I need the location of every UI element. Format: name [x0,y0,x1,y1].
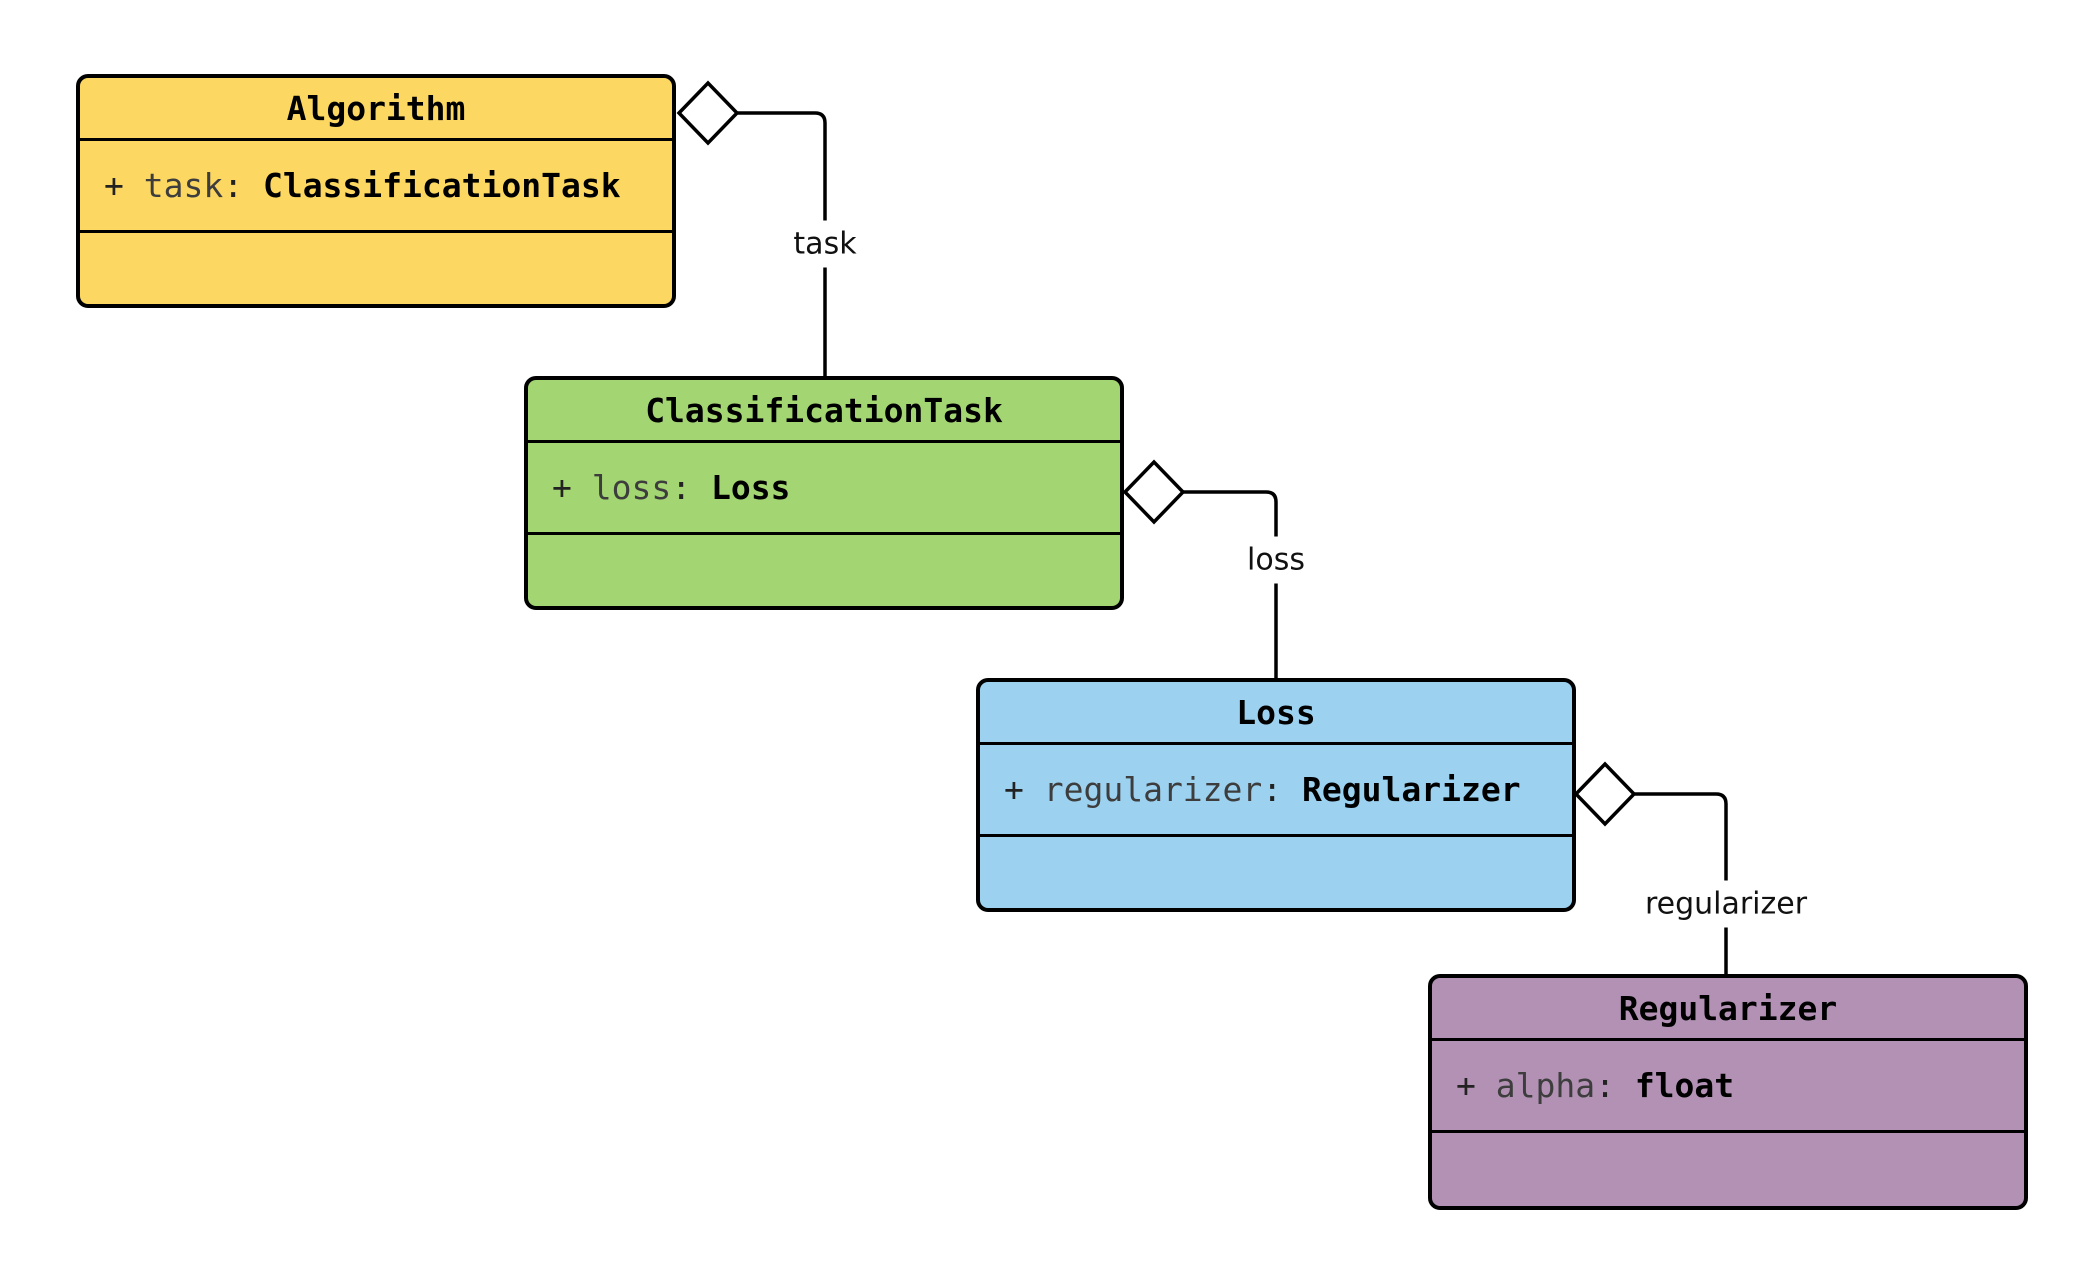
class-title: Regularizer [1618,988,1838,1028]
attribute-type: Regularizer [1302,770,1521,809]
class-attributes-section: + regularizer: Regularizer [980,742,1572,834]
attribute-separator: : [223,166,244,205]
attribute-visibility: + [552,468,572,507]
attribute-visibility: + [1004,770,1024,809]
class-box-regularizer: Regularizer + alpha: float [1428,974,2028,1210]
connector-line-loss [1183,490,1278,678]
attribute-visibility: + [1456,1066,1476,1105]
attribute-separator: : [1595,1066,1615,1105]
attribute-name: regularizer [1043,770,1263,809]
attribute-type: float [1634,1066,1735,1105]
class-empty-section [528,532,1120,606]
attribute-type: ClassificationTask [262,166,621,205]
class-title: Algorithm [286,88,466,128]
attribute-type: Loss [710,468,791,507]
class-attributes-section: + alpha: float [1432,1038,2024,1130]
attribute-line: + regularizer: Regularizer [1004,770,1521,809]
attribute-line: + alpha: float [1456,1066,1734,1105]
class-empty-section [980,834,1572,908]
attribute-line: + task: ClassificationTask [104,166,621,205]
attribute-name: task [143,166,224,205]
aggregation-diamond-icon [676,80,740,146]
edge-label-task: task [789,220,861,268]
aggregation-diamond-icon [1573,761,1637,827]
attribute-name: loss [591,468,672,507]
class-attributes-section: + task: ClassificationTask [80,138,672,230]
attribute-line: + loss: Loss [552,468,790,507]
class-empty-section [80,230,672,304]
attribute-visibility: + [104,166,124,205]
attribute-separator: : [671,468,692,507]
attribute-separator: : [1262,770,1283,809]
edge-label-regularizer: regularizer [1640,880,1812,928]
class-box-classificationtask: ClassificationTask + loss: Loss [524,376,1124,610]
class-title: Loss [1236,692,1316,732]
edge-label-loss: loss [1243,536,1309,584]
class-empty-section [1432,1130,2024,1206]
class-box-algorithm: Algorithm + task: ClassificationTask [76,74,676,308]
class-title: ClassificationTask [645,390,1003,430]
aggregation-diamond-icon [1122,459,1186,525]
attribute-name: alpha [1495,1066,1596,1105]
class-box-loss: Loss + regularizer: Regularizer [976,678,1576,912]
class-attributes-section: + loss: Loss [528,440,1120,532]
